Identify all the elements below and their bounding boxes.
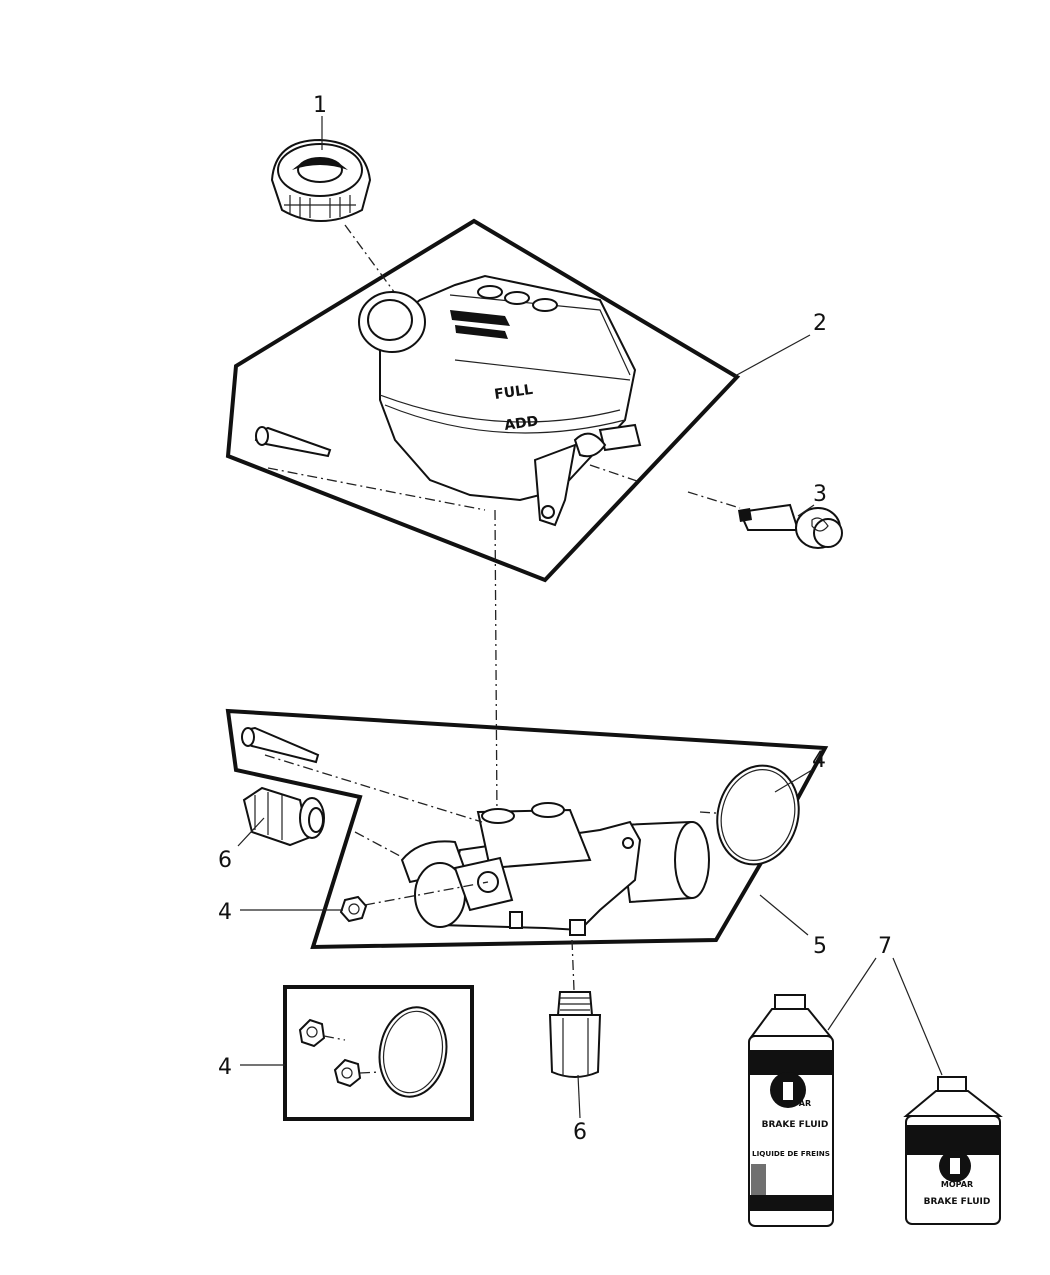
fluid-level-sensor xyxy=(738,503,843,549)
reservoir-pin xyxy=(254,426,332,458)
callout-4-kit: 4 xyxy=(218,1055,232,1080)
callout-2: 2 xyxy=(813,311,827,336)
nut xyxy=(339,895,368,923)
callout-1: 1 xyxy=(313,93,327,118)
bottle-small-label-en: BRAKE FLUID xyxy=(924,1197,991,1207)
callout-7: 7 xyxy=(878,934,892,959)
bottle-small-brand: MOPAR xyxy=(941,1180,973,1189)
reservoir: FULL ADD xyxy=(358,274,642,527)
seal-kit-contents xyxy=(298,1006,448,1098)
leader-lines xyxy=(237,116,943,1119)
master-cylinder-pin xyxy=(241,726,320,764)
seal-kit-frame xyxy=(283,985,474,1121)
callout-5: 5 xyxy=(813,934,827,959)
full-mark: FULL xyxy=(493,382,534,403)
add-mark: ADD xyxy=(503,413,539,434)
brake-fluid-bottle-large: MOPAR BRAKE FLUID LIQUIDE DE FREINS xyxy=(748,994,834,1227)
bottle-large-label-fr: LIQUIDE DE FREINS xyxy=(752,1150,830,1158)
callout-4-seal: 4 xyxy=(812,748,826,773)
callout-6-lower: 6 xyxy=(573,1120,587,1145)
proportioning-valve-lower xyxy=(548,991,602,1078)
master-cylinder xyxy=(400,802,710,936)
seal-ring xyxy=(716,764,800,866)
bottle-large-brand: MOPAR xyxy=(779,1099,811,1108)
bottle-large-label-en: BRAKE FLUID xyxy=(762,1120,829,1130)
brake-fluid-bottle-small: MOPAR BRAKE FLUID xyxy=(903,1076,1003,1225)
callout-3: 3 xyxy=(813,482,827,507)
callout-4-nut: 4 xyxy=(218,900,232,925)
proportioning-valve-upper xyxy=(242,786,325,847)
master-cylinder-group-frame xyxy=(225,708,829,950)
reservoir-group-frame xyxy=(225,218,741,583)
reservoir-cap xyxy=(270,138,372,222)
callout-6-upper: 6 xyxy=(218,848,232,873)
